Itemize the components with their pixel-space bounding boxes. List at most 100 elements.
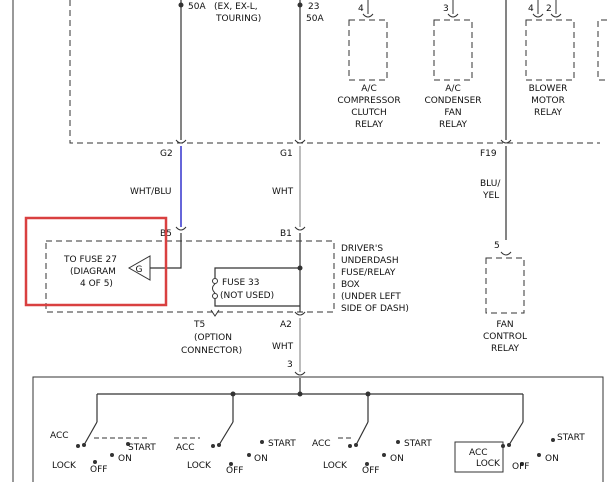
svg-text:ACC: ACC (469, 448, 488, 458)
svg-text:FUSE 33: FUSE 33 (222, 278, 259, 288)
svg-text:CONTROL: CONTROL (483, 332, 527, 342)
svg-text:OFF: OFF (362, 466, 379, 476)
svg-text:BLOWER: BLOWER (529, 84, 568, 94)
svg-text:RELAY: RELAY (355, 120, 384, 130)
svg-text:4: 4 (528, 4, 534, 14)
wire-wht-blu-label: WHT/BLU (130, 187, 172, 197)
svg-text:CLUTCH: CLUTCH (351, 108, 386, 118)
svg-text:3: 3 (287, 360, 293, 370)
relay-blower-motor: 4 2 BLOWER MOTOR RELAY (525, 0, 575, 118)
connector-a2: A2 (280, 311, 306, 330)
connector-b1: B1 (280, 226, 306, 239)
svg-text:START: START (557, 433, 585, 443)
fuse33-element (212, 283, 216, 294)
svg-text:G: G (136, 265, 143, 275)
svg-text:4 OF 5): 4 OF 5) (80, 279, 113, 289)
svg-text:COMPRESSOR: COMPRESSOR (337, 96, 400, 106)
svg-text:FAN: FAN (444, 108, 461, 118)
fuse-left-junction (178, 2, 184, 8)
fuse-left-models: (EX, EX-L, (214, 2, 258, 12)
fuse-23-number: 23 (308, 2, 319, 12)
relay-ac-compressor: 4 A/C COMPRESSOR CLUTCH RELAY (337, 0, 401, 130)
ac-compressor-pin: 4 (358, 4, 364, 14)
fuse33-branch (214, 267, 300, 278)
wire-wht-label: WHT (272, 187, 294, 197)
ref-triangle-icon (127, 255, 151, 281)
connector-g2: G2 (160, 139, 187, 159)
svg-text:ON: ON (545, 454, 559, 464)
svg-text:LOCK: LOCK (323, 461, 348, 471)
svg-text:LOCK: LOCK (52, 461, 77, 471)
ac-condenser-pin: 3 (443, 4, 449, 14)
svg-text:START: START (268, 439, 296, 449)
connector-b5: B5 (160, 226, 187, 239)
svg-text:OFF: OFF (90, 465, 107, 475)
relay-box-border (69, 0, 600, 144)
svg-text:CONNECTOR): CONNECTOR) (181, 346, 242, 356)
svg-text:(OPTION: (OPTION (194, 333, 232, 343)
ignition-switch-2: ACC LOCK OFF ON START (174, 394, 296, 476)
svg-text:ON: ON (118, 454, 132, 464)
svg-text:DRIVER'S: DRIVER'S (341, 244, 383, 254)
fuse-left-rating: 50A (188, 2, 206, 12)
connector-f19: F19 (480, 139, 512, 159)
fuse33-terminal-bottom (212, 293, 218, 299)
svg-text:ACC: ACC (312, 439, 331, 449)
svg-text:(UNDER LEFT: (UNDER LEFT (341, 292, 401, 302)
connector-t5: T5 (193, 320, 205, 330)
svg-text:ACC: ACC (50, 431, 69, 441)
svg-text:LOCK: LOCK (476, 459, 501, 469)
fuse-left-models2: TOURING) (215, 14, 261, 24)
wire-wht-lower-label: WHT (272, 342, 294, 352)
svg-text:ACC: ACC (176, 443, 195, 453)
underdash-fuse-box-border (45, 240, 335, 313)
ignition-switch-box (32, 376, 604, 487)
highlight-box (24, 216, 168, 307)
svg-text:B1: B1 (280, 229, 292, 239)
svg-text:MOTOR: MOTOR (531, 96, 565, 106)
svg-text:(DIAGRAM: (DIAGRAM (70, 267, 116, 277)
svg-text:UNDERDASH: UNDERDASH (341, 256, 399, 266)
connector-3: 3 (287, 360, 306, 376)
svg-text:TO FUSE 27: TO FUSE 27 (63, 255, 117, 265)
t5-arrow (210, 309, 220, 317)
fuse-23-junction (297, 2, 303, 8)
svg-text:START: START (128, 443, 156, 453)
relay-partial-right (597, 19, 607, 81)
wire-b5-to-fuse27 (150, 233, 182, 269)
svg-text:OFF: OFF (226, 466, 243, 476)
svg-text:START: START (404, 439, 432, 449)
svg-text:CONDENSER: CONDENSER (424, 96, 481, 106)
svg-text:A/C: A/C (361, 84, 376, 94)
svg-text:SIDE OF DASH): SIDE OF DASH) (341, 304, 409, 314)
svg-text:YEL: YEL (482, 191, 499, 201)
svg-text:BOX: BOX (341, 280, 360, 290)
svg-text:2: 2 (546, 4, 552, 14)
svg-text:RELAY: RELAY (491, 344, 520, 354)
svg-text:FUSE/RELAY: FUSE/RELAY (341, 268, 396, 278)
svg-text:ON: ON (254, 454, 268, 464)
ignition-switch-3: ACC LOCK OFF ON START (312, 394, 432, 476)
svg-text:(NOT USED): (NOT USED) (220, 291, 274, 301)
svg-text:BLU/: BLU/ (480, 179, 501, 189)
svg-text:RELAY: RELAY (439, 120, 468, 130)
svg-text:FAN: FAN (496, 320, 513, 330)
fuse33-terminal-top (212, 278, 218, 284)
relay-ac-condenser: 3 A/C CONDENSER FAN RELAY (424, 0, 482, 130)
fuse33-return (214, 299, 300, 307)
svg-text:5: 5 (494, 241, 500, 251)
connector-g1: G1 (280, 139, 306, 159)
ignition-switch-4: ACC LOCK OFF ON START (454, 394, 585, 473)
svg-text:RELAY: RELAY (534, 108, 563, 118)
svg-text:OFF: OFF (512, 462, 529, 472)
svg-text:F19: F19 (480, 149, 497, 159)
relay-fan-control: 5 FAN CONTROL RELAY (483, 241, 527, 354)
svg-text:LOCK: LOCK (187, 461, 212, 471)
svg-text:G1: G1 (280, 149, 293, 159)
switch-bus-junction-2 (297, 391, 303, 397)
svg-text:A/C: A/C (445, 84, 460, 94)
svg-text:ON: ON (390, 454, 404, 464)
fuse-23-rating: 50A (306, 14, 324, 24)
